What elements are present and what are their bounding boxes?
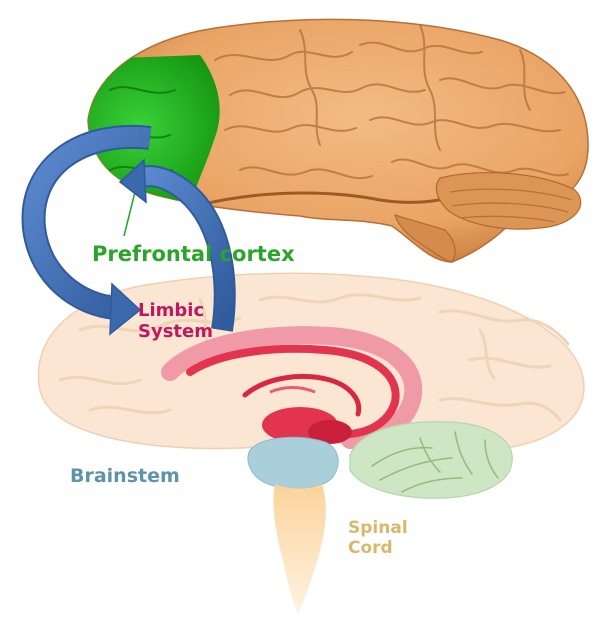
spinal-cord [273,484,325,614]
prefrontal-cortex-label: Prefrontal cortex [92,244,295,265]
limbic-label-line1: Limbic [138,300,213,321]
spinal-cord-label: Spinal Cord [348,518,408,558]
prefrontal-pointer [124,188,136,236]
spinal-label-line2: Cord [348,538,408,558]
spinal-label-line1: Spinal [348,518,408,538]
brainstem-label: Brainstem [70,467,180,486]
brainstem-sagittal [248,437,338,488]
limbic-label-line2: System [138,321,213,342]
limbic-system-label: Limbic System [138,300,213,342]
